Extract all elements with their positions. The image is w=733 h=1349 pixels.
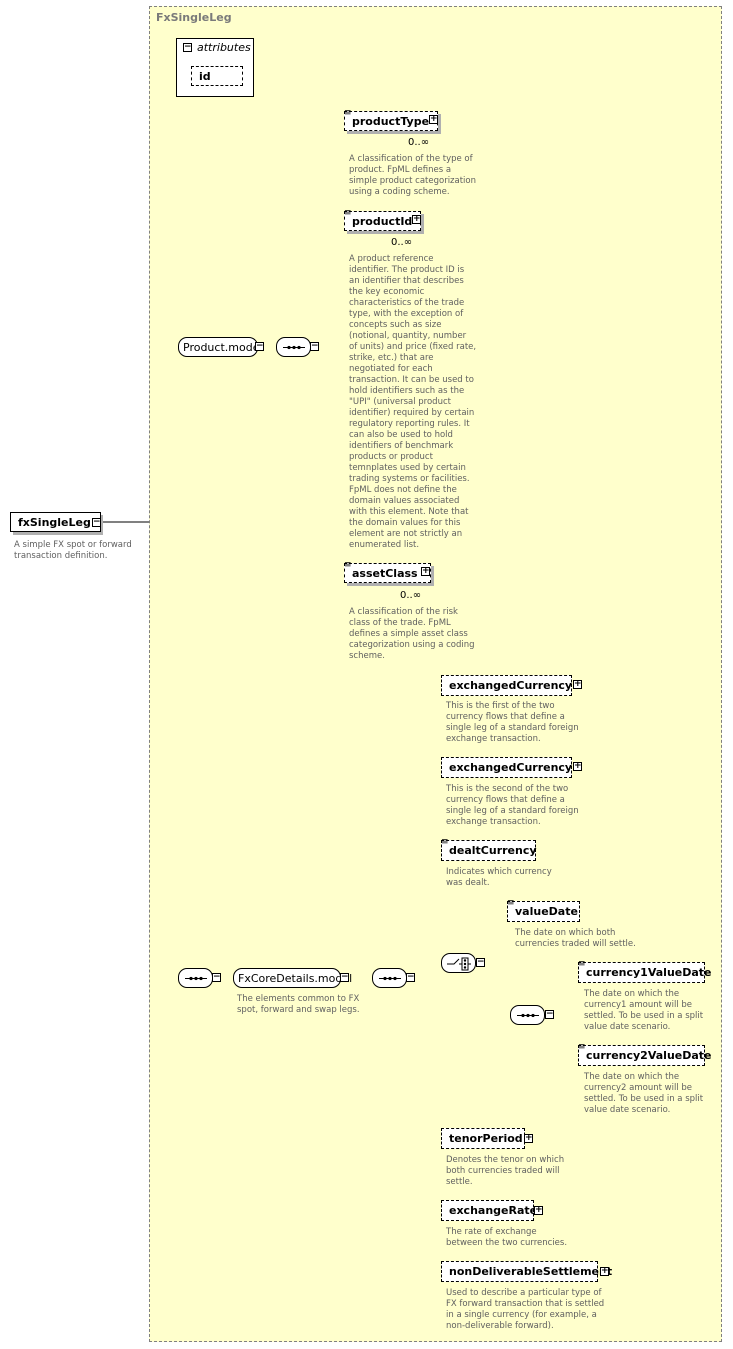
description-currency1ValueDate: The date on which the currency1 amount w… <box>584 989 704 1032</box>
collapse-root-icon[interactable]: − <box>92 517 101 527</box>
multi-icon: ≡ <box>507 898 515 908</box>
expand-productId-icon[interactable]: + <box>412 214 421 224</box>
element-exchangedCurrency2[interactable]: exchangedCurrency2 <box>441 757 580 778</box>
element-exchangeRate[interactable]: exchangeRate <box>441 1200 538 1221</box>
group-fxcoredetails-model[interactable]: FxCoreDetails.model <box>233 968 352 988</box>
sequence-compositor-icon[interactable] <box>372 968 407 988</box>
complex-type-box <box>149 6 722 1342</box>
element-valueDate[interactable]: valueDate <box>507 901 580 922</box>
attributes-title: attributes <box>197 41 251 54</box>
collapse-attributes-icon[interactable]: − <box>183 42 192 52</box>
description-productId: A product reference identifier. The prod… <box>349 254 477 550</box>
fxcoredetails-description: The elements common to FX spot, forward … <box>237 994 360 1015</box>
multi-icon: ≡ <box>344 108 352 118</box>
sequence-compositor-icon[interactable] <box>510 1005 545 1025</box>
collapse-fxcoredetails-icon[interactable]: − <box>340 972 349 982</box>
description-tenorPeriod: Denotes the tenor on which both currenci… <box>446 1155 565 1187</box>
multi-icon: ≡ <box>344 208 352 218</box>
description-currency2ValueDate: The date on which the currency2 amount w… <box>584 1072 704 1115</box>
element-exchangeRate-label: exchangeRate <box>449 1204 538 1217</box>
element-assetClass[interactable]: assetClass <box>344 563 431 583</box>
description-exchangedCurrency2: This is the second of the two currency f… <box>446 784 579 827</box>
cardinality-assetClass: 0..∞ <box>400 590 422 601</box>
expand-productType-icon[interactable]: + <box>429 114 438 124</box>
complex-type-title: FxSingleLeg <box>156 11 232 24</box>
cardinality-productId: 0..∞ <box>391 237 413 248</box>
description-nonDeliverableSettlement: Used to describe a particular type of FX… <box>446 1288 605 1331</box>
group-product-model-label: Product.model <box>183 341 263 354</box>
description-productType: A classification of the type of product.… <box>349 154 477 197</box>
root-description: A simple FX spot or forward transaction … <box>14 540 132 561</box>
collapse-sequence-icon[interactable]: − <box>212 972 221 982</box>
expand-exchangedCurrency1-icon[interactable]: + <box>573 679 582 689</box>
element-currency2ValueDate-label: currency2ValueDate <box>586 1049 712 1062</box>
expand-tenorPeriod-icon[interactable]: + <box>524 1133 533 1143</box>
collapse-choice-icon[interactable]: − <box>476 957 485 967</box>
element-nonDeliverableSettlement[interactable]: nonDeliverableSettlement <box>441 1261 612 1282</box>
expand-exchangedCurrency2-icon[interactable]: + <box>573 761 582 771</box>
element-tenorPeriod-label: tenorPeriod <box>449 1132 523 1145</box>
element-productId[interactable]: productId <box>344 211 421 231</box>
multi-icon: ≡ <box>578 959 586 969</box>
element-currency1ValueDate-label: currency1ValueDate <box>586 966 712 979</box>
root-element-fxsingleleg[interactable]: fxSingleLeg <box>10 512 101 532</box>
expand-exchangeRate-icon[interactable]: + <box>534 1205 543 1215</box>
expand-assetClass-icon[interactable]: + <box>421 566 430 576</box>
element-assetClass-label: assetClass <box>352 567 418 580</box>
element-tenorPeriod[interactable]: tenorPeriod <box>441 1128 525 1149</box>
description-assetClass: A classification of the risk class of th… <box>349 607 475 661</box>
description-exchangeRate: The rate of exchange between the two cur… <box>446 1227 568 1248</box>
multi-icon: ≡ <box>578 1042 586 1052</box>
element-currency2ValueDate[interactable]: currency2ValueDate <box>578 1045 712 1066</box>
sequence-compositor-icon[interactable] <box>276 337 311 357</box>
sequence-compositor-icon[interactable] <box>178 968 213 988</box>
element-productId-label: productId <box>352 215 413 228</box>
collapse-sequence-icon[interactable]: − <box>406 972 415 982</box>
element-nonDeliverableSettlement-label: nonDeliverableSettlement <box>449 1265 613 1278</box>
element-valueDate-label: valueDate <box>515 905 578 918</box>
element-productType[interactable]: productType <box>344 111 438 131</box>
element-exchangedCurrency1-label: exchangedCurrency1 <box>449 679 580 692</box>
description-valueDate: The date on which both currencies traded… <box>515 928 636 949</box>
element-exchangedCurrency2-label: exchangedCurrency2 <box>449 761 580 774</box>
group-product-model[interactable]: Product.model <box>178 337 263 357</box>
element-dealtCurrency[interactable]: dealtCurrency <box>441 840 537 861</box>
collapse-sequence-icon[interactable]: − <box>545 1009 554 1019</box>
group-fxcoredetails-model-label: FxCoreDetails.model <box>238 972 353 985</box>
description-exchangedCurrency1: This is the first of the two currency fl… <box>446 701 579 744</box>
multi-icon: ≡ <box>441 837 449 847</box>
element-dealtCurrency-label: dealtCurrency <box>449 844 537 857</box>
collapse-sequence-icon[interactable]: − <box>310 341 319 351</box>
element-currency1ValueDate[interactable]: currency1ValueDate <box>578 962 712 983</box>
element-exchangedCurrency1[interactable]: exchangedCurrency1 <box>441 675 580 696</box>
element-productType-label: productType <box>352 115 430 128</box>
multi-icon: ≡ <box>344 560 352 570</box>
attribute-id[interactable]: id <box>191 66 243 86</box>
choice-compositor-icon[interactable] <box>441 953 476 973</box>
expand-nonDeliverableSettlement-icon[interactable]: + <box>600 1266 609 1276</box>
cardinality-productType: 0..∞ <box>408 137 430 148</box>
description-dealtCurrency: Indicates which currency was dealt. <box>446 867 552 888</box>
collapse-product-model-icon[interactable]: − <box>255 341 264 351</box>
root-element-label: fxSingleLeg <box>18 516 91 529</box>
